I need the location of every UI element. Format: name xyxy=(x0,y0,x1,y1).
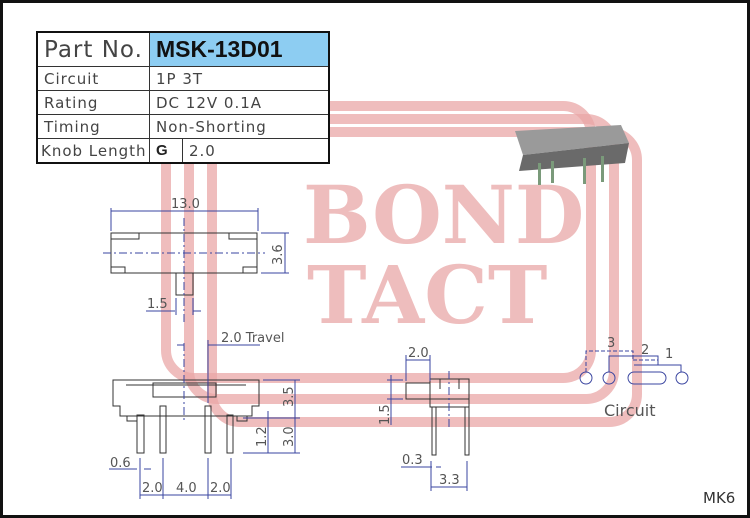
dim-top-width: 13.0 xyxy=(171,197,200,212)
spec-label: Circuit xyxy=(36,66,150,91)
side-view: 2.0 1.5 0.3 3.3 xyxy=(378,346,470,491)
contact-bridge xyxy=(627,371,667,385)
product-photo xyxy=(515,125,629,185)
spec-value: 1P 3T xyxy=(149,66,330,91)
terminal-label-1: 1 xyxy=(665,347,673,362)
dim-pin-width: 0.6 xyxy=(110,456,131,471)
dim-pin-length: 3.0 xyxy=(282,426,297,447)
spec-row-timing: Timing Non-Shorting xyxy=(36,114,330,139)
dim-pitch-mid: 4.0 xyxy=(176,481,197,496)
circuit-label: Circuit xyxy=(604,401,656,420)
spec-value: Non-Shorting xyxy=(149,114,330,139)
spec-label: Knob Length xyxy=(36,138,150,164)
dim-knob-width: 1.5 xyxy=(147,297,168,312)
spec-label: Timing xyxy=(36,114,150,139)
dim-side-pin-span: 3.3 xyxy=(439,473,460,488)
watermark-frame xyxy=(207,127,642,427)
dim-travel: 2.0 Travel xyxy=(221,331,284,346)
dim-top-height: 3.6 xyxy=(271,244,286,265)
terminal-label-3: 3 xyxy=(607,336,615,351)
part-no-label: Part No. xyxy=(36,31,150,67)
terminal-1 xyxy=(675,371,689,385)
spec-row-knob-length: Knob Length G 2.0 xyxy=(36,138,330,164)
terminal-3 xyxy=(579,371,593,385)
watermark-bond: BOND xyxy=(303,168,584,262)
dim-pitch-right: 2.0 xyxy=(210,481,231,496)
part-no-value: MSK-13D01 xyxy=(149,31,330,67)
dim-body-height: 3.5 xyxy=(282,386,297,407)
knob-value: 2.0 xyxy=(182,138,330,164)
terminal-label-2: 2 xyxy=(641,343,649,358)
spec-value: DC 12V 0.1A xyxy=(149,90,330,115)
dim-pin-offset: 1.2 xyxy=(255,426,270,447)
dim-pitch-left: 2.0 xyxy=(142,481,163,496)
watermark-frame xyxy=(161,101,596,383)
watermark-tact: TACT xyxy=(307,248,547,342)
dim-side-knob: 2.0 xyxy=(408,346,429,361)
terminal-common xyxy=(602,371,616,385)
dim-side-knob-height: 1.5 xyxy=(378,404,393,425)
dim-side-pin-width: 0.3 xyxy=(402,453,423,468)
spec-row-circuit: Circuit 1P 3T xyxy=(36,66,330,91)
drawing: BOND TACT 13.0 3.6 1.5 2. xyxy=(103,101,735,507)
spec-table: Part No. MSK-13D01 Circuit 1P 3T Rating … xyxy=(36,31,330,164)
circuit-diagram: 3 2 1 Circuit xyxy=(579,336,689,420)
knob-code: G xyxy=(149,138,183,164)
spec-row-rating: Rating DC 12V 0.1A xyxy=(36,90,330,115)
watermark: BOND TACT xyxy=(161,101,642,427)
spec-label: Rating xyxy=(36,90,150,115)
model-code: MK6 xyxy=(703,489,735,507)
top-view: 13.0 3.6 1.5 xyxy=(103,197,289,323)
front-view: 2.0 Travel 3.5 3.0 1.2 0.6 2.0 4.0 2.0 xyxy=(109,331,300,499)
